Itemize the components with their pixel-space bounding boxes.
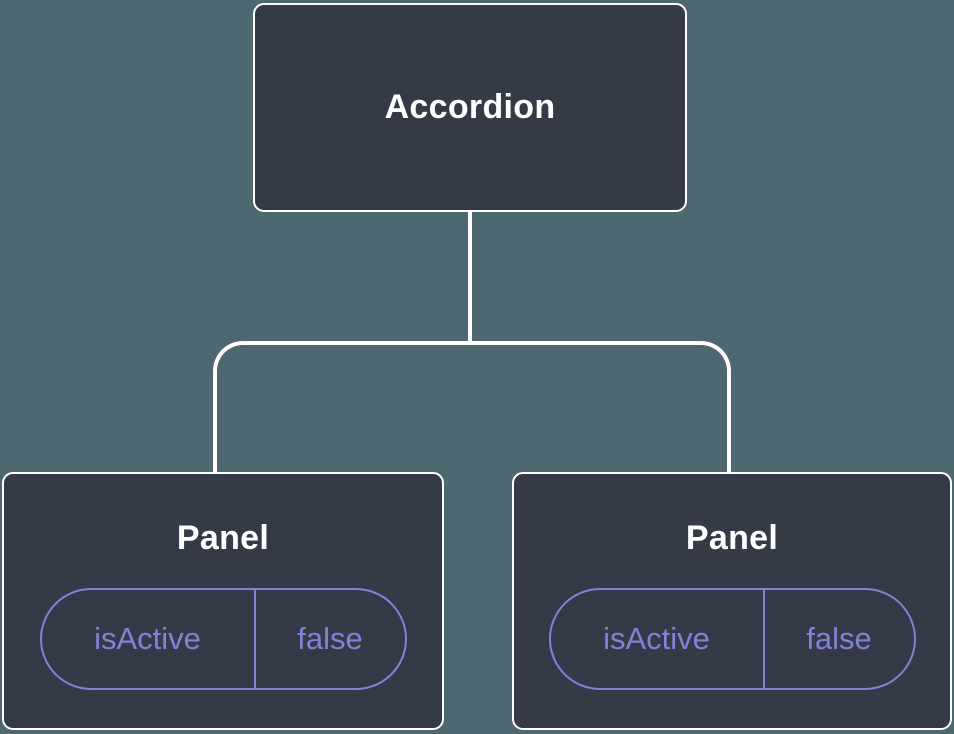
state-pill: isActive false [39, 588, 407, 690]
state-key: isActive [42, 590, 256, 688]
root-node-accordion: Accordion [253, 3, 687, 212]
tree-edge-stem [468, 211, 472, 345]
root-node-label: Accordion [384, 88, 556, 126]
panel-node-right: Panel isActive false [512, 472, 952, 730]
panel-node-label: Panel [685, 518, 779, 557]
state-value: false [806, 621, 872, 656]
state-value: false [297, 621, 363, 656]
panel-node-left: Panel isActive false [2, 472, 444, 730]
state-key: isActive [551, 590, 765, 688]
tree-edge-bracket [213, 341, 731, 472]
state-pill: isActive false [548, 588, 916, 690]
panel-node-label: Panel [176, 518, 270, 557]
